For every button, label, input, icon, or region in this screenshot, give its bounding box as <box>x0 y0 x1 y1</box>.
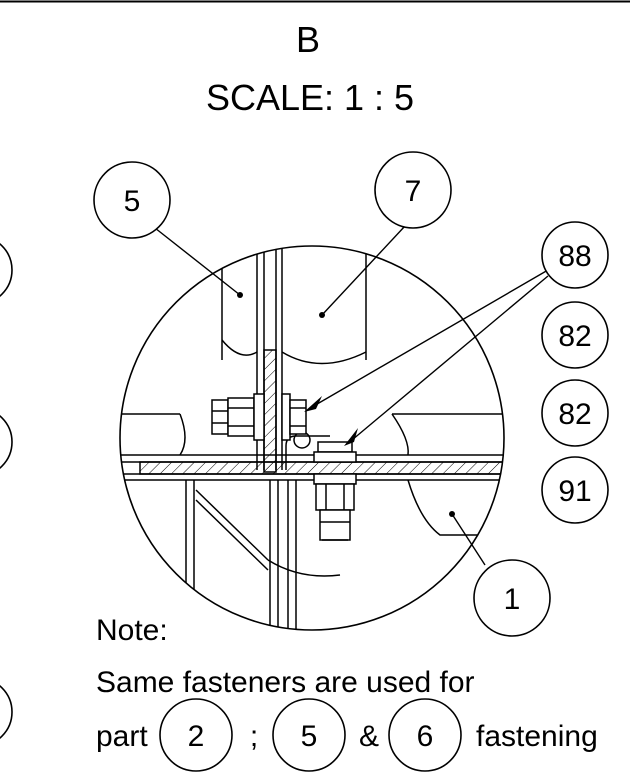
svg-text:7: 7 <box>405 175 422 208</box>
cut-balloon-left-3 <box>0 685 13 739</box>
view-label: B <box>296 19 320 60</box>
svg-text:91: 91 <box>558 475 591 508</box>
leader-dot-1 <box>449 511 455 517</box>
balloon-part-7: 7 <box>374 151 452 229</box>
note-line2: part 2 ; 5 & 6 fastening <box>96 698 598 772</box>
note-line1: Same fasteners are used for <box>96 666 475 699</box>
detail-view-content <box>120 246 504 630</box>
note-heading: Note: <box>96 614 168 647</box>
detail-circle <box>119 245 505 631</box>
svg-text:6: 6 <box>417 720 434 753</box>
note-sep2: & <box>359 720 379 753</box>
cut-balloon-left-1 <box>0 243 13 297</box>
leader-arrow-lower <box>344 428 358 446</box>
leader-dot-7 <box>319 312 325 318</box>
note-ref-balloon-5: 5 <box>272 698 346 772</box>
cut-balloon-left-2 <box>0 415 13 469</box>
balloon-part-1: 1 <box>473 559 551 637</box>
balloon-part-5: 5 <box>93 161 171 239</box>
leader-dot-5 <box>237 292 243 298</box>
svg-text:2: 2 <box>188 720 205 753</box>
svg-text:1: 1 <box>504 583 521 616</box>
balloon-part-91: 91 <box>541 456 609 524</box>
note-ref-balloon-2: 2 <box>159 698 233 772</box>
leader-arrow-upper <box>304 396 322 412</box>
note-sep1: ; <box>250 720 258 753</box>
leader-lines <box>154 225 549 566</box>
balloon-part-88: 88 <box>541 221 609 289</box>
balloon-part-82b: 82 <box>541 379 609 447</box>
note-suffix: fastening <box>476 720 598 753</box>
svg-text:82: 82 <box>558 320 591 353</box>
svg-text:88: 88 <box>558 240 591 273</box>
scale-label: SCALE: 1 : 5 <box>206 77 414 118</box>
svg-text:5: 5 <box>301 720 318 753</box>
note-ref-balloon-6: 6 <box>388 698 462 772</box>
note-prefix: part <box>96 720 148 753</box>
svg-text:5: 5 <box>124 185 141 218</box>
svg-text:82: 82 <box>558 398 591 431</box>
balloon-part-82a: 82 <box>541 301 609 369</box>
